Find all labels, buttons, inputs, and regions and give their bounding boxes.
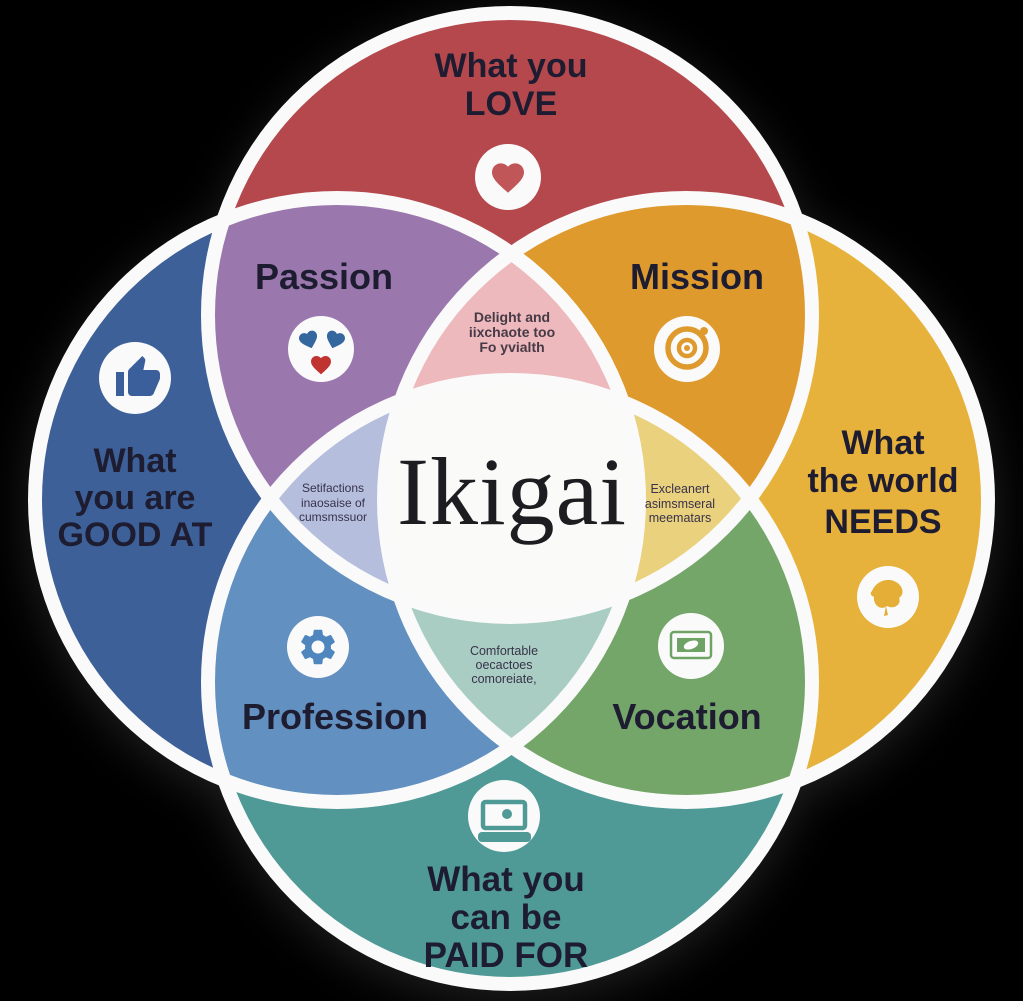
svg-text:What you: What you	[427, 860, 584, 899]
svg-text:Fo yvialth: Fo yvialth	[479, 339, 544, 355]
svg-text:Delight and: Delight and	[474, 309, 550, 325]
center-title: Ikigai	[397, 438, 627, 545]
svg-text:asimsmseral: asimsmseral	[645, 497, 715, 511]
divider-good-at	[28, 191, 646, 809]
divider-love	[201, 6, 819, 624]
svg-text:meematars: meematars	[649, 511, 712, 525]
svg-text:cumsmssuor: cumsmssuor	[299, 510, 367, 524]
vocation-label: Vocation	[612, 696, 761, 737]
banknote-icon	[658, 613, 724, 679]
svg-text:the world: the world	[807, 462, 958, 500]
svg-text:NEEDS: NEEDS	[824, 503, 941, 541]
gear-icon	[287, 616, 349, 678]
svg-text:iixchaote too: iixchaote too	[469, 324, 555, 340]
svg-text:inaosaise of: inaosaise of	[301, 496, 366, 510]
note-left: Setifactions inaosaise of cumsmssuor	[299, 481, 367, 524]
good-at-label: What you are GOOD AT	[58, 442, 213, 554]
divider-paid-for	[201, 373, 819, 991]
note-top-region	[384, 198, 639, 617]
svg-text:What: What	[93, 442, 176, 480]
love-label: What you LOVE	[435, 47, 588, 123]
note-right: Excleanert asimsmseral meematars	[645, 482, 715, 525]
svg-text:can be: can be	[451, 898, 562, 937]
note-top: Delight and iixchaote too Fo yvialth	[469, 309, 555, 355]
note-right-region	[384, 380, 812, 617]
note-bottom-region	[384, 380, 639, 802]
svg-text:you are: you are	[75, 479, 196, 517]
svg-text:GOOD AT: GOOD AT	[58, 516, 213, 554]
needs-label: What the world NEEDS	[807, 424, 958, 541]
hearts-icon	[288, 316, 354, 382]
svg-text:Comfortable: Comfortable	[470, 644, 538, 658]
profession-label: Profession	[242, 696, 428, 737]
divider-needs	[377, 191, 995, 809]
svg-text:Setifactions: Setifactions	[302, 481, 364, 495]
thumbs-up-icon	[99, 342, 171, 414]
paid-for-label: What you can be PAID FOR	[424, 860, 589, 975]
svg-text:LOVE: LOVE	[465, 85, 558, 123]
svg-text:comoreiate,: comoreiate,	[471, 672, 536, 686]
svg-text:What you: What you	[435, 47, 588, 85]
target-icon	[654, 316, 720, 382]
mission-label: Mission	[630, 256, 764, 297]
laptop-icon	[468, 780, 540, 852]
svg-text:PAID FOR: PAID FOR	[424, 936, 589, 975]
leaf-icon	[857, 566, 919, 628]
note-left-region	[208, 380, 639, 617]
passion-label: Passion	[255, 256, 393, 297]
note-bottom: Comfortable oecactoes comoreiate,	[470, 644, 538, 686]
heart-icon	[475, 144, 541, 210]
svg-text:Excleanert: Excleanert	[650, 482, 710, 496]
svg-text:oecactoes: oecactoes	[476, 658, 533, 672]
svg-text:What: What	[841, 424, 924, 462]
